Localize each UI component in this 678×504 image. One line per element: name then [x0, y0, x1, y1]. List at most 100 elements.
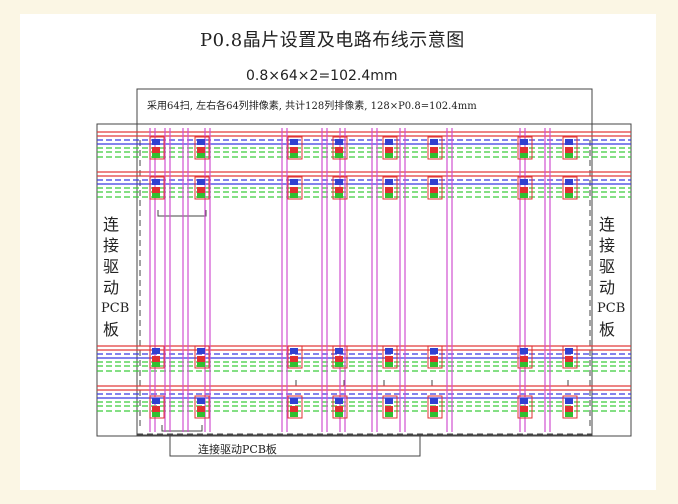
chip-blue-die: [565, 179, 573, 185]
chip-green-die: [152, 153, 160, 158]
chip-blue-die: [197, 139, 205, 145]
led-chip: [287, 136, 303, 160]
led-chip: [194, 345, 210, 369]
led-chip: [562, 395, 578, 419]
chip-outline: [194, 136, 210, 160]
chip-blue-die: [520, 179, 528, 185]
frame-group: [96, 88, 632, 457]
chip-outline: [382, 395, 398, 419]
left-label-char: 连: [102, 215, 119, 234]
chip-red-die: [520, 187, 528, 193]
chip-blue-die: [335, 179, 343, 185]
chip-green-die: [335, 193, 343, 198]
chip-red-die: [430, 187, 438, 193]
led-chip: [427, 345, 443, 369]
chip-outline: [287, 345, 303, 369]
led-chip: [332, 395, 348, 419]
chip-outline: [382, 176, 398, 200]
connector-bracket: [157, 210, 207, 217]
left-label-char: 接: [102, 236, 119, 255]
inner-frame: [136, 88, 593, 436]
chip-blue-die: [152, 139, 160, 145]
chip-red-die: [565, 406, 573, 412]
chip-red-die: [197, 356, 205, 362]
chip-green-die: [565, 362, 573, 367]
left-label-char: 板: [102, 320, 119, 339]
chip-green-die: [520, 362, 528, 367]
chip-green-die: [520, 193, 528, 198]
chip-blue-die: [565, 398, 573, 404]
led-chip: [382, 395, 398, 419]
led-chip: [382, 345, 398, 369]
chip-red-die: [430, 147, 438, 153]
chip-blue-die: [290, 348, 298, 354]
chip-outline: [332, 176, 348, 200]
chip-green-die: [565, 193, 573, 198]
chip-blue-die: [385, 398, 393, 404]
chip-blue-die: [152, 179, 160, 185]
bottom-pcb-box: [169, 435, 421, 457]
chip-red-die: [520, 406, 528, 412]
chip-blue-die: [520, 139, 528, 145]
chip-blue-die: [290, 139, 298, 145]
right-label-char: 板: [598, 320, 615, 339]
chip-outline: [149, 395, 165, 419]
chip-outline: [332, 395, 348, 419]
chip-red-die: [520, 147, 528, 153]
chip-blue-die: [335, 139, 343, 145]
chip-red-die: [565, 147, 573, 153]
led-chip: [194, 176, 210, 200]
chip-green-die: [385, 412, 393, 417]
chip-green-die: [197, 153, 205, 158]
led-chip: [427, 136, 443, 160]
chip-red-die: [385, 356, 393, 362]
led-chip: [517, 176, 533, 200]
chip-outline: [287, 176, 303, 200]
chip-outline: [149, 176, 165, 200]
led-chip: [287, 395, 303, 419]
chip-green-die: [290, 153, 298, 158]
right-label-char: 动: [598, 278, 615, 297]
led-chip: [332, 345, 348, 369]
chip-green-die: [290, 193, 298, 198]
chip-green-die: [152, 362, 160, 367]
chip-red-die: [335, 406, 343, 412]
chip-green-die: [520, 412, 528, 417]
left-label-char: 驱: [102, 257, 119, 276]
chip-green-die: [565, 412, 573, 417]
led-chip: [149, 395, 165, 419]
scan-note: 采用64扫, 左右各64列排像素, 共计128列排像素, 128×P0.8=10…: [147, 101, 477, 112]
chip-red-die: [290, 147, 298, 153]
led-chip: [427, 395, 443, 419]
chip-blue-die: [520, 348, 528, 354]
chip-blue-die: [152, 348, 160, 354]
outer-frame: [96, 123, 632, 437]
led-chip: [517, 395, 533, 419]
chip-red-die: [197, 147, 205, 153]
chip-blue-die: [565, 139, 573, 145]
chip-outline: [427, 345, 443, 369]
chip-red-die: [385, 147, 393, 153]
led-chip: [149, 176, 165, 200]
chip-green-die: [430, 412, 438, 417]
led-chip: [194, 136, 210, 160]
chip-red-die: [335, 356, 343, 362]
led-chip: [194, 395, 210, 419]
left-label-char: 动: [102, 278, 119, 297]
connector-bracket: [519, 380, 569, 387]
chip-outline: [382, 136, 398, 160]
chip-red-die: [290, 187, 298, 193]
chip-blue-die: [197, 179, 205, 185]
chip-outline: [149, 136, 165, 160]
chip-green-die: [197, 193, 205, 198]
chip-red-die: [430, 406, 438, 412]
chip-blue-die: [197, 348, 205, 354]
chip-green-die: [430, 362, 438, 367]
chip-green-die: [197, 362, 205, 367]
led-chip: [149, 345, 165, 369]
left-pcb-label: 连 接 驱 动 PCB 板: [101, 214, 129, 340]
chip-red-die: [197, 406, 205, 412]
chip-red-die: [290, 356, 298, 362]
right-label-char: PCB: [597, 301, 626, 316]
connector-bracket: [383, 380, 433, 387]
